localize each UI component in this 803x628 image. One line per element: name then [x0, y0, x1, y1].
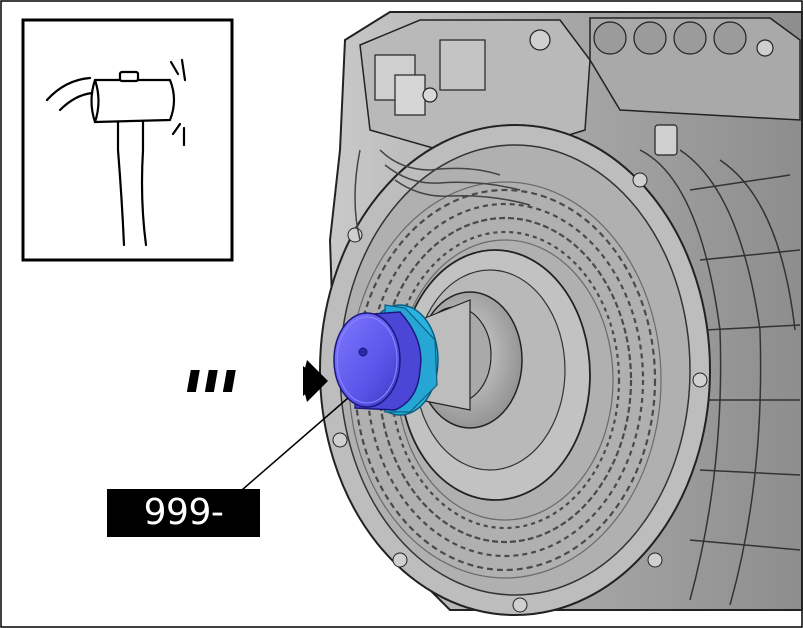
installer-tool-icon — [333, 304, 439, 416]
push-direction-arrow-icon — [186, 360, 328, 402]
electric-motor-icon — [319, 11, 803, 616]
callout-leader-line — [234, 397, 349, 497]
hammer-inset — [21, 18, 234, 262]
tool-number-label: 999-7546 — [107, 489, 260, 581]
hammer-icon — [45, 58, 187, 247]
